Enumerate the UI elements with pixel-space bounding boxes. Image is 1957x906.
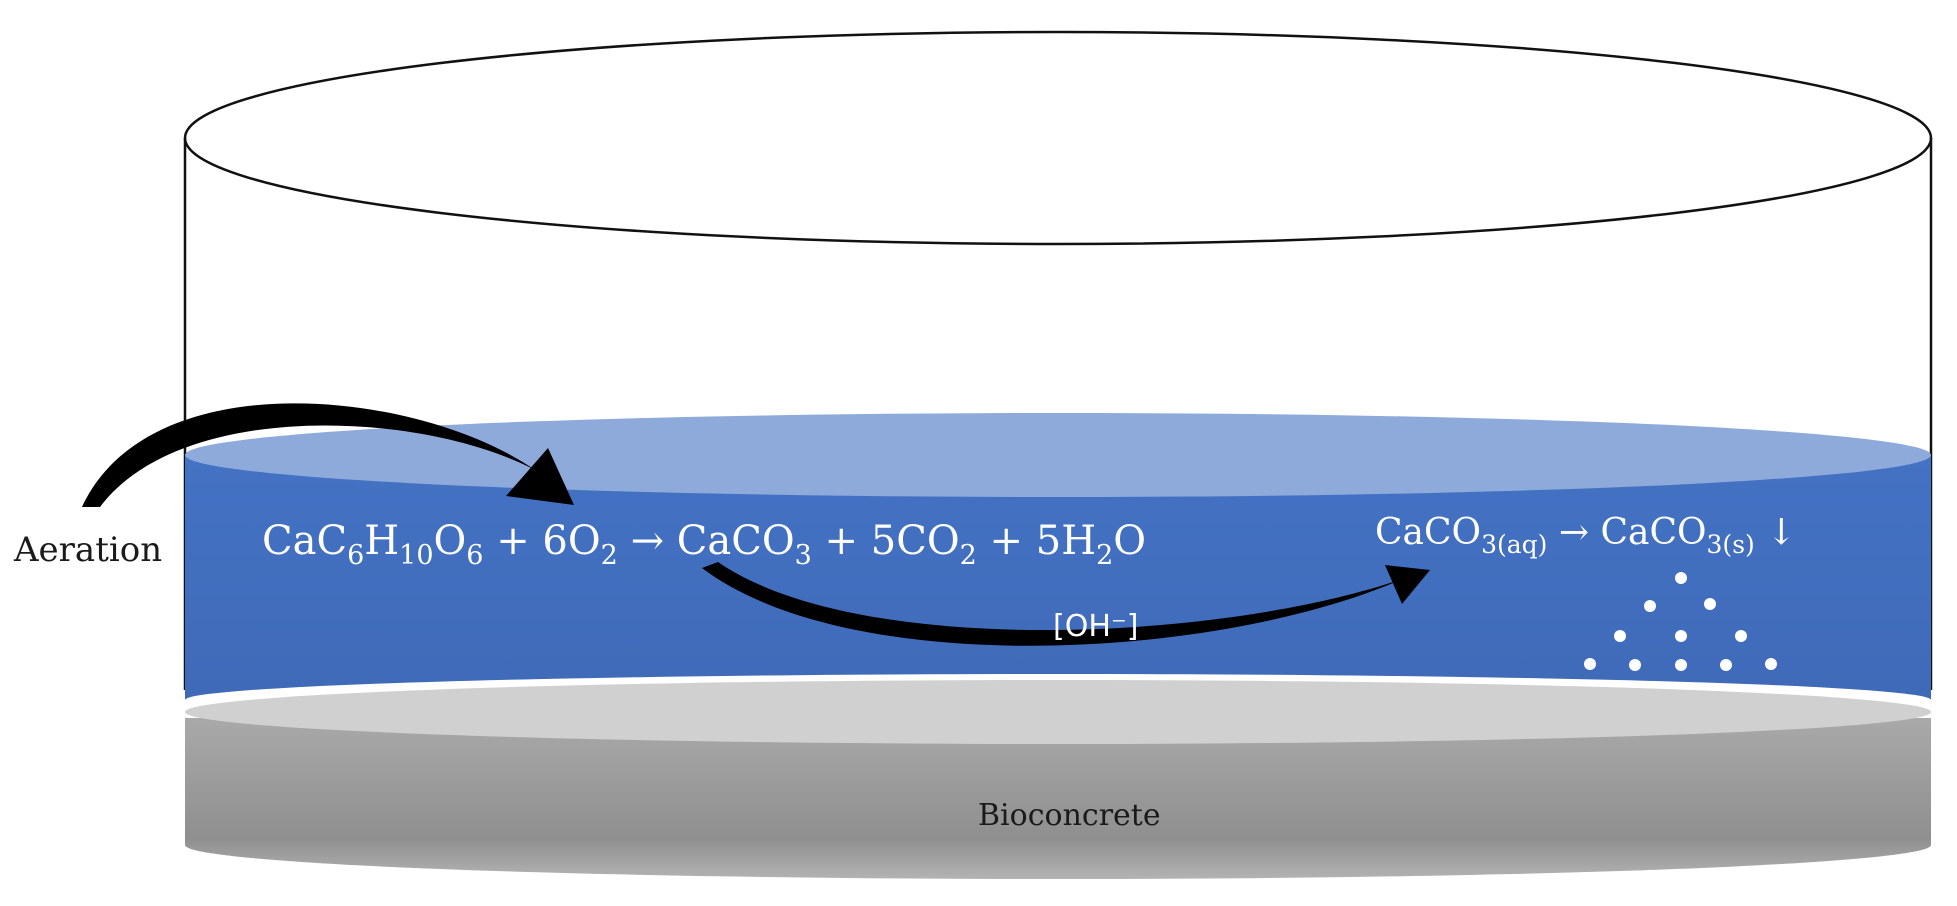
water-layer: [185, 413, 1931, 700]
container-rim: [183, 30, 1933, 246]
precip-left: CaCO: [1375, 512, 1481, 553]
eq-carbonate-subscript: 3: [795, 540, 812, 571]
precipitate-particle: [1675, 659, 1687, 671]
precip-right-subscript: 3(s): [1707, 530, 1755, 559]
eq-arrow-carbonate: → CaCO: [618, 518, 795, 564]
aeration-arrow-head: [506, 448, 574, 505]
precip-arrow: → CaCO: [1547, 512, 1706, 553]
precipitate-particle: [1644, 600, 1656, 612]
hydroxide-arrow: [702, 562, 1430, 646]
precipitate-particle: [1735, 630, 1747, 642]
eq-carbon-subscript: 6: [347, 540, 364, 571]
precipitate-particle: [1765, 658, 1777, 670]
eq-water-subscript: 2: [1096, 540, 1113, 571]
precipitate-particle: [1614, 630, 1626, 642]
water-surface: [185, 413, 1931, 497]
aeration-label: Aeration: [13, 530, 162, 570]
bioconcrete-layer: [185, 680, 1931, 879]
eq-hydrogen-subscript: 10: [399, 540, 433, 571]
bioconcrete-top-surface: [185, 680, 1931, 744]
eq-plus-co2: + 5CO: [812, 518, 960, 564]
precip-left-subscript: 3(aq): [1481, 530, 1547, 559]
eq-oxygen: O: [434, 518, 467, 564]
aeration-arrow-shaft: [82, 403, 535, 507]
eq-oxygen-molecule-subscript: 2: [601, 540, 618, 571]
eq-hydrogen: H: [364, 518, 399, 564]
precipitate-particle: [1704, 598, 1716, 610]
eq-plus-water: + 5H: [977, 518, 1096, 564]
precipitate-particle: [1675, 572, 1687, 584]
bioconcrete-body: [185, 718, 1931, 879]
bioconcrete-label: Bioconcrete: [978, 798, 1161, 833]
eq-plus-oxygen: + 6O: [483, 518, 600, 564]
eq-oxygen-subscript: 6: [466, 540, 483, 571]
main-reaction-equation: CaC6H10O6 + 6O2 → CaCO3 + 5CO2 + 5H2O: [262, 518, 1146, 571]
precip-down-arrow: ↓: [1755, 512, 1797, 553]
precipitate-particle: [1675, 630, 1687, 642]
container-outline: [183, 30, 1933, 690]
aeration-arrow: [82, 403, 574, 507]
hydroxide-arrow-shaft: [702, 562, 1405, 646]
precipitation-equation: CaCO3(aq) → CaCO3(s) ↓: [1375, 512, 1796, 559]
precipitate-particle: [1584, 658, 1596, 670]
eq-water-tail: O: [1113, 518, 1146, 564]
precipitate-particle: [1720, 659, 1732, 671]
eq-co2-subscript: 2: [960, 540, 977, 571]
hydroxide-arrow-head: [1385, 565, 1430, 604]
hydroxide-label: [OH⁻]: [1053, 609, 1138, 644]
precipitate-particle: [1629, 659, 1641, 671]
eq-calcium-carbon: CaC: [262, 518, 347, 564]
water-body: [185, 455, 1931, 700]
precipitate-particles: [1584, 572, 1777, 671]
